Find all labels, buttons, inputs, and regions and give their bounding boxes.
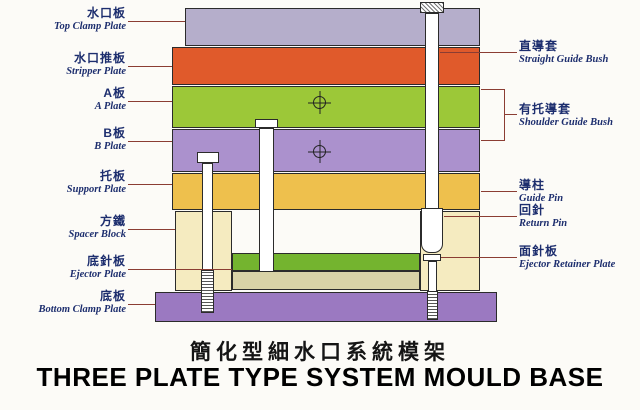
label-zh: 回針 (519, 203, 546, 217)
label-zh: 導柱 (519, 178, 546, 192)
leader-line-a-plate (128, 101, 172, 102)
label-en: Bottom Clamp Plate (38, 304, 126, 315)
leader-line-straight-guide-bush (440, 52, 517, 53)
leader-line-return-pin (444, 216, 517, 217)
guide-hole-crosshair-icon (313, 145, 326, 158)
label-shoulder-guide-bush: 有托導套 Shoulder Guide Bush (519, 102, 639, 129)
shoulder-guide-bush (421, 208, 443, 253)
label-en: Spacer Block (68, 229, 126, 240)
label-zh: 水口推板 (73, 51, 126, 65)
ejector-guide-pin-collar (255, 119, 278, 128)
label-en: Return Pin (519, 218, 568, 229)
guide-hole-crosshair-icon (313, 96, 326, 109)
label-en: Support Plate (66, 184, 126, 195)
leader-line-shoulder-guide-bush (505, 114, 517, 115)
label-ejector-plate: 底針板 Ejector Plate (4, 254, 126, 281)
label-bottom-clamp-plate: 底板 Bottom Clamp Plate (4, 289, 126, 316)
spacer-bolt-thread (201, 270, 214, 313)
leader-line-ejector-retainer (441, 257, 517, 258)
bracket-shoulder-guide-bush (481, 89, 505, 141)
label-zh: 底板 (99, 289, 126, 303)
diagram-title-english: THREE PLATE TYPE SYSTEM MOULD BASE (36, 362, 604, 392)
label-support-plate: 托板 Support Plate (4, 169, 126, 196)
guide-pin-cap (420, 2, 444, 13)
label-stripper-plate: 水口推板 Stripper Plate (4, 51, 126, 78)
spacer-bolt-shaft (202, 163, 213, 271)
label-a-plate: A板 A Plate (4, 86, 126, 113)
label-en: Ejector Plate (69, 269, 126, 280)
diagram-title-chinese: 簡化型細水口系統模架 (190, 341, 450, 364)
label-zh: 底針板 (86, 254, 126, 268)
label-straight-guide-bush: 直導套 Straight Guide Bush (519, 39, 639, 66)
label-en: A Plate (94, 101, 126, 112)
label-zh: 直導套 (519, 39, 559, 53)
leader-line-spacer (128, 229, 175, 230)
leader-line-top-clamp (128, 21, 185, 22)
guide-pin-shaft (425, 13, 439, 209)
label-en: Stripper Plate (66, 66, 126, 77)
label-en: Straight Guide Bush (519, 54, 609, 65)
label-zh: 有托導套 (519, 102, 572, 116)
label-spacer-block: 方鐵 Spacer Block (4, 214, 126, 241)
leader-line-b-plate (128, 141, 172, 142)
label-top-clamp-plate: 水口板 Top Clamp Plate (4, 6, 126, 33)
plate-ejector-retainer (232, 253, 420, 271)
label-en: B Plate (94, 141, 126, 152)
label-en: Shoulder Guide Bush (519, 117, 613, 128)
label-zh: A板 (103, 86, 126, 100)
leader-line-guide-pin (481, 191, 517, 192)
leader-line-bottom-clamp (128, 304, 155, 305)
ejector-guide-pin-shaft (259, 128, 274, 272)
label-en: Ejector Retainer Plate (519, 259, 616, 270)
label-zh: 方鐵 (99, 214, 126, 228)
label-guide-pin: 導柱 Guide Pin (519, 178, 639, 205)
label-en: Top Clamp Plate (54, 21, 126, 32)
leader-line-ejector (128, 269, 232, 270)
label-b-plate: B板 B Plate (4, 126, 126, 153)
label-return-pin: 回針 Return Pin (519, 203, 639, 230)
label-en: Guide Pin (519, 193, 564, 204)
label-zh: 水口板 (86, 6, 126, 20)
return-pin-shaft (428, 261, 437, 292)
leader-line-support (128, 184, 172, 185)
return-pin-head (423, 254, 441, 261)
label-zh: B板 (103, 126, 126, 140)
label-zh: 面針板 (519, 244, 559, 258)
label-ejector-retainer-plate: 面針板 Ejector Retainer Plate (519, 244, 639, 271)
spacer-bolt-head (197, 152, 219, 163)
return-pin-thread (427, 291, 438, 320)
label-zh: 托板 (99, 169, 126, 183)
plate-ejector (232, 271, 420, 290)
leader-line-stripper (128, 66, 172, 67)
